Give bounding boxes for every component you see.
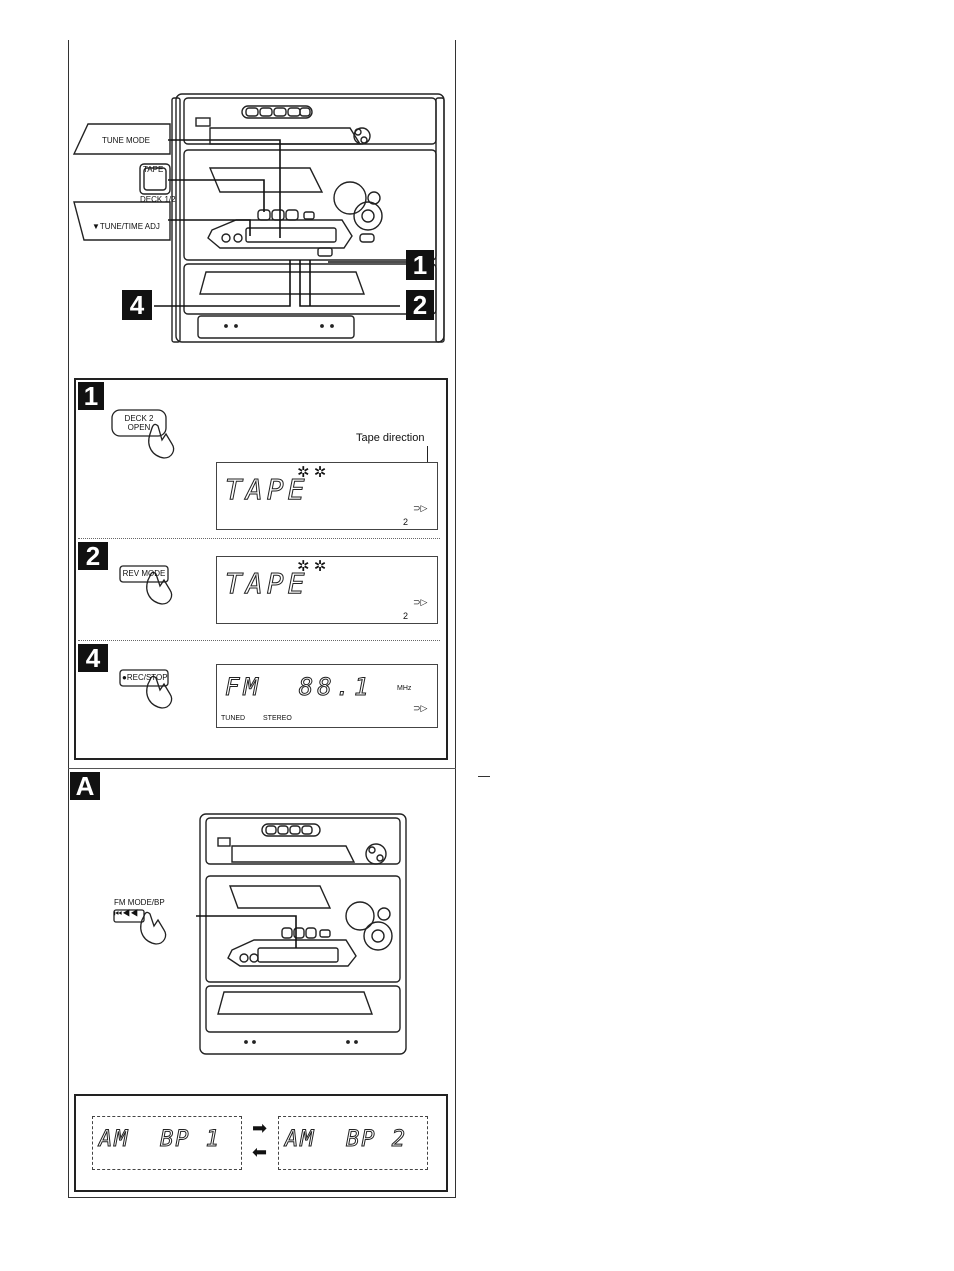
step-4-display: FM 88.1 MHz ⊃▷ TUNED STEREO <box>216 664 438 728</box>
display-right: AM BP 2 <box>278 1116 428 1170</box>
step-2-deck-number: 2 <box>403 611 408 621</box>
rec-stop-label: ●REC/STOP <box>122 673 166 682</box>
rev-mode-label: REV MODE <box>122 569 166 578</box>
stereo-indicator: STEREO <box>263 715 292 722</box>
callout-badge-1: 1 <box>406 250 434 280</box>
stereo-illustration-bottom <box>196 810 412 1058</box>
display-left-text: AM BP 1 <box>99 1127 221 1152</box>
step-1-badge: 1 <box>78 382 104 410</box>
display-right-text: AM BP 2 <box>285 1127 407 1152</box>
callout-badge-2: 2 <box>406 290 434 320</box>
step-1-direction-indicator: ⊃▷ <box>413 503 427 514</box>
step-1-display: TAPE ✲ ✲ ⊃▷ 2 <box>216 462 438 530</box>
tape-direction-annotation: Tape direction <box>356 432 425 444</box>
section-a-separator <box>68 768 456 769</box>
step-2-direction-indicator: ⊃▷ <box>413 597 427 608</box>
tune-time-label: ▼TUNE/TIME ADJ <box>92 222 160 231</box>
bottom-frame-line <box>68 1197 456 1198</box>
step-separator-2 <box>78 640 440 641</box>
section-a-badge: A <box>70 772 100 800</box>
deck-label: DECK 1/2 <box>140 195 176 204</box>
display-left: AM BP 1 <box>92 1116 242 1170</box>
arrow-right-icon: ➡ <box>252 1118 267 1139</box>
tuned-indicator: TUNED <box>221 715 245 722</box>
reel-icon: ✲ ✲ <box>297 463 326 481</box>
tape-label: TAPE <box>143 165 163 174</box>
callout-badge-4: 4 <box>122 290 152 320</box>
tune-mode-label: TUNE MODE <box>96 136 156 145</box>
fm-mode-bp-label: FM MODE/BP <box>114 898 165 907</box>
step-1-display-text: TAPE <box>225 473 308 506</box>
step-1-deck-number: 2 <box>403 517 408 527</box>
step-separator-1 <box>78 538 440 539</box>
step-4-direction-indicator: ⊃▷ <box>413 703 427 714</box>
stray-dash <box>478 776 490 777</box>
step-4-badge: 4 <box>78 644 108 672</box>
step-2-badge: 2 <box>78 542 108 570</box>
step-2-display-text: TAPE <box>225 567 308 600</box>
deck-2-open-label: DECK 2 OPEN <box>114 414 164 432</box>
frequency-unit: MHz <box>397 685 411 692</box>
arrow-left-icon: ⬅ <box>252 1142 267 1163</box>
reel-icon: ✲ ✲ <box>297 557 326 575</box>
step-2-display: TAPE ✲ ✲ ⊃▷ 2 <box>216 556 438 624</box>
step-4-display-text: FM 88.1 <box>225 673 373 701</box>
right-frame-line <box>455 40 456 1198</box>
skip-back-icon: ⏮◀◀ <box>114 908 138 919</box>
